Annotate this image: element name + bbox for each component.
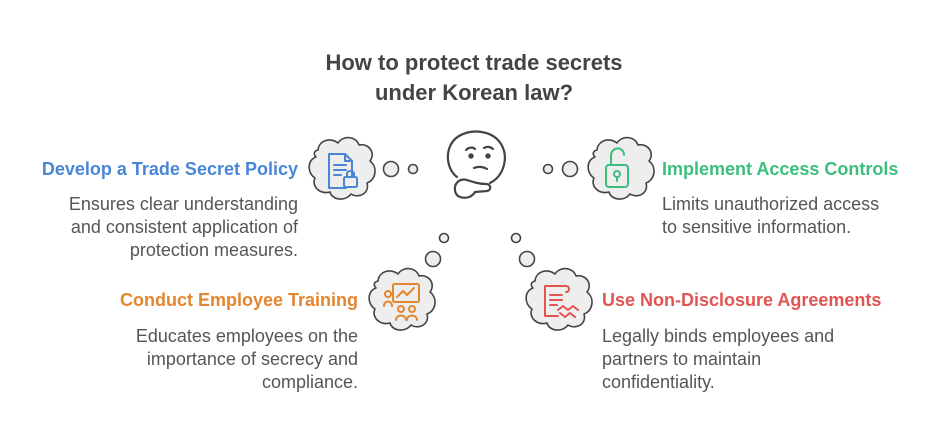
desc-nda-line-3: confidentiality. <box>602 372 715 392</box>
document-lock-icon <box>328 153 358 189</box>
cloud-training <box>368 267 436 331</box>
heading-nda: Use Non-Disclosure Agreements <box>602 290 882 310</box>
bubble-nda-large <box>518 250 536 268</box>
bubble-training-large <box>424 250 442 268</box>
heading-access: Implement Access Controls <box>662 159 899 179</box>
diagram-title: How to protect trade secrets under Korea… <box>0 48 948 108</box>
desc-nda: Legally binds employees and partners to … <box>602 325 902 394</box>
desc-access-line-2: to sensitive information. <box>662 217 852 237</box>
bubble-policy-large <box>382 160 400 178</box>
bubble-nda-small <box>510 232 522 244</box>
desc-access: Limits unauthorized access to sensitive … <box>662 193 942 239</box>
desc-policy-line-3: protection measures. <box>129 240 298 260</box>
cloud-policy <box>308 136 376 200</box>
title-line-2: under Korean law? <box>374 80 574 105</box>
desc-nda-line-2: partners to maintain <box>602 349 762 369</box>
desc-policy-line-1: Ensures clear understanding <box>68 194 298 214</box>
heading-training: Conduct Employee Training <box>119 290 358 310</box>
bubble-access-large <box>561 160 579 178</box>
bubble-training-small <box>438 232 450 244</box>
agreement-handshake-icon <box>544 285 579 318</box>
padlock-open-icon <box>605 147 629 188</box>
cloud-access <box>587 136 655 200</box>
desc-training-line-2: importance of secrecy and <box>146 349 358 369</box>
bubble-policy-small <box>407 163 419 175</box>
title-line-1: How to protect trade secrets <box>325 50 623 75</box>
thinking-face-icon <box>446 130 506 199</box>
desc-nda-line-1: Legally binds employees and <box>602 326 835 346</box>
training-presentation-icon <box>383 283 420 321</box>
desc-training: Educates employees on the importance of … <box>58 325 358 394</box>
bubble-access-small <box>542 163 554 175</box>
desc-policy: Ensures clear understanding and consiste… <box>0 193 298 262</box>
heading-policy: Develop a Trade Secret Policy <box>41 159 298 179</box>
desc-policy-line-2: and consistent application of <box>70 217 298 237</box>
desc-training-line-1: Educates employees on the <box>135 326 358 346</box>
desc-access-line-1: Limits unauthorized access <box>662 194 880 214</box>
desc-training-line-3: compliance. <box>261 372 358 392</box>
